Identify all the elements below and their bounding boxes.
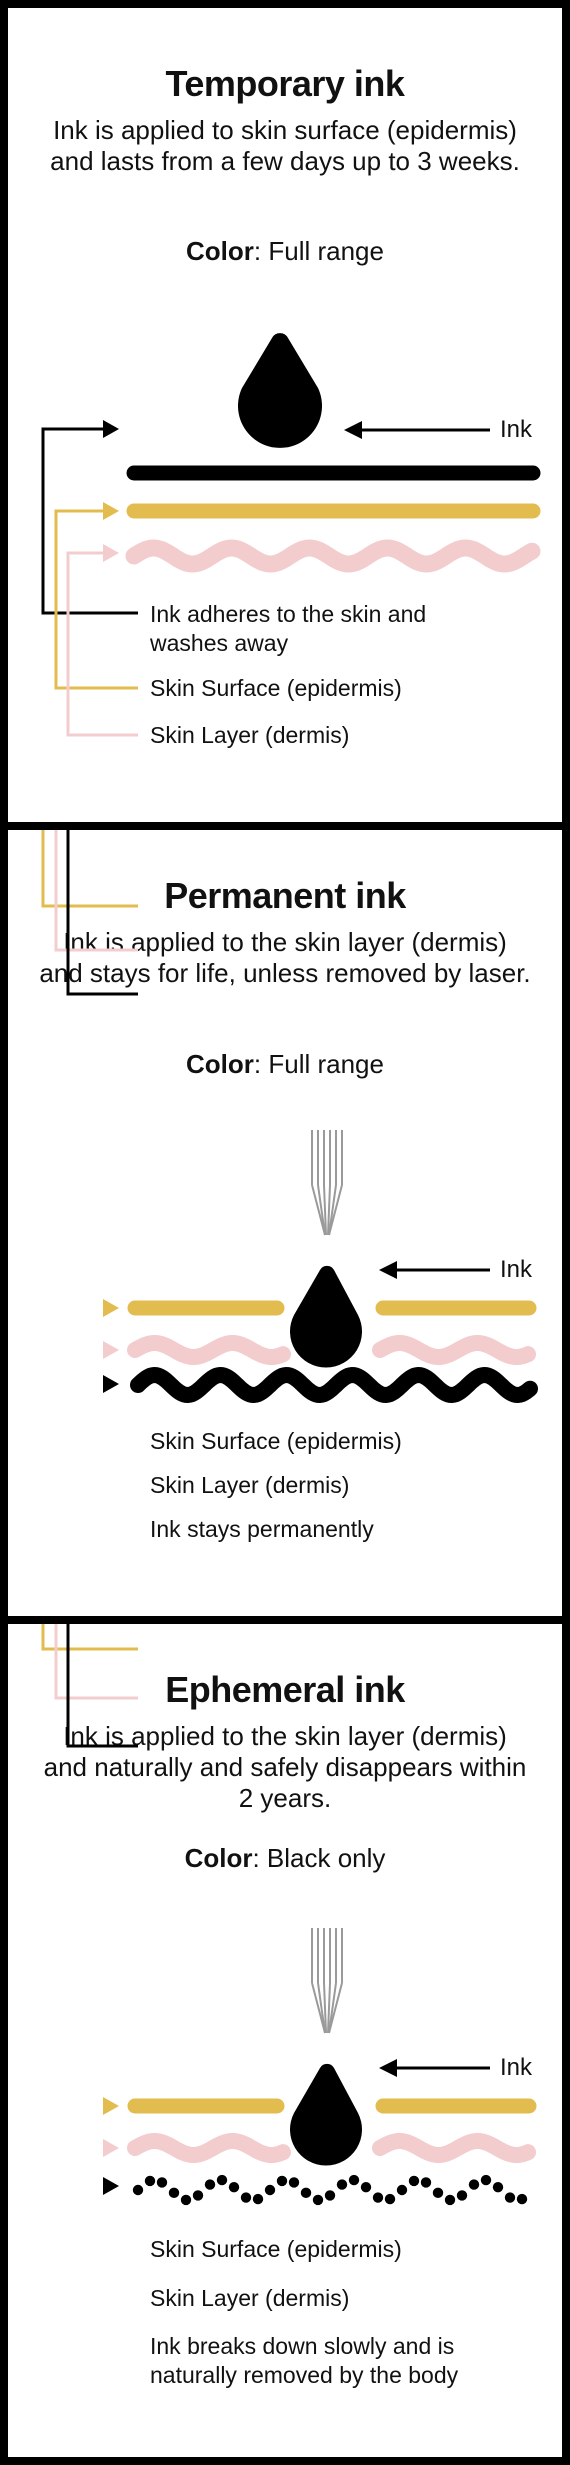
ink-dot <box>384 2193 396 2205</box>
arrowhead-icon <box>103 1299 119 1317</box>
dermis-wave <box>372 2133 536 2163</box>
ink-dot <box>288 2177 300 2188</box>
arrowhead-icon <box>103 1341 119 1359</box>
epidermis-connector <box>41 1624 138 1651</box>
ink-dot <box>144 2175 156 2187</box>
ink-dot <box>456 2190 468 2201</box>
ink-drop-icon <box>290 2063 362 2166</box>
ink-drop-icon <box>290 1265 362 1368</box>
color-label: Color <box>186 236 254 266</box>
ink-dot <box>132 2184 144 2196</box>
ink-dot <box>504 2192 516 2203</box>
ink-dot <box>516 2193 528 2205</box>
color-value: : Black only <box>252 1843 386 1873</box>
ink-dot <box>372 2192 384 2203</box>
ephemeral-ink-diagram <box>41 1624 537 2206</box>
panel-title: Temporary ink <box>165 63 405 104</box>
layer-label: Ink adheres to the skin and washes away <box>150 601 427 656</box>
arrowhead-icon <box>103 544 119 562</box>
arrowhead-icon <box>103 420 119 438</box>
arrowhead-icon <box>103 2177 119 2195</box>
layer-label: Skin Layer (dermis) <box>150 1472 350 1498</box>
ink-dot <box>228 2181 240 2193</box>
ink-label: Ink <box>500 2054 533 2081</box>
panel-title: Permanent ink <box>164 875 406 916</box>
ink-dot <box>300 2187 312 2199</box>
layer-label: Skin Layer (dermis) <box>150 722 350 748</box>
ink-dot <box>252 2193 264 2205</box>
ink-connector <box>66 830 138 996</box>
color-label: Color <box>186 1049 254 1079</box>
arrowhead-icon <box>103 1375 119 1393</box>
ink-dot <box>480 2174 492 2186</box>
dermis-wave <box>127 1335 291 1365</box>
ink-dot <box>348 2174 360 2186</box>
epidermis-connector <box>54 509 138 690</box>
ink-dot <box>264 2184 276 2196</box>
color-line: Color: Full range <box>8 236 562 267</box>
ink-dot <box>312 2194 324 2206</box>
dermis-wave <box>127 2133 291 2163</box>
layer-label: Ink stays permanently <box>150 1516 374 1542</box>
ink-wave <box>130 1366 538 1404</box>
dermis-connector <box>66 551 138 737</box>
ink-dot <box>420 2177 432 2188</box>
ink-dot <box>336 2179 348 2190</box>
tattoo-needle-icon <box>311 1130 343 1236</box>
ink-connector <box>41 427 138 615</box>
arrowhead-icon <box>103 2139 119 2157</box>
layer-label: Skin Surface (epidermis) <box>150 2236 402 2262</box>
temporary-ink-panel: Temporary ink Ink is applied to skin sur… <box>0 0 570 830</box>
ink-dot <box>324 2190 336 2201</box>
permanent-ink-panel: Permanent ink Ink is applied to the skin… <box>0 822 570 1624</box>
dermis-wave <box>372 1335 536 1365</box>
panel-title: Ephemeral ink <box>165 1669 405 1710</box>
color-label: Color <box>184 1843 253 1873</box>
color-line: Color: Full range <box>8 1049 562 1080</box>
ink-dot <box>432 2187 444 2199</box>
ink-dot <box>492 2181 504 2193</box>
dermis-connector <box>54 830 138 952</box>
arrowhead-icon <box>379 1261 397 1279</box>
tattoo-needle-icon <box>311 1928 343 2034</box>
panel-description: Ink is applied to the skin layer (dermis… <box>39 927 531 988</box>
color-line: Color: Black only <box>8 1843 562 1874</box>
dermis-wave <box>125 539 541 573</box>
dermis-connector <box>54 1624 138 1700</box>
layer-label: Skin Layer (dermis) <box>150 2285 350 2311</box>
ink-dot <box>276 2175 288 2187</box>
ink-drop-icon <box>238 333 322 448</box>
ink-dot <box>192 2190 204 2201</box>
panel-description: Ink is applied to skin surface (epidermi… <box>50 115 520 176</box>
ephemeral-ink-panel: Ephemeral ink Ink is applied to the skin… <box>0 1616 570 2465</box>
ink-dots-wave <box>132 2174 528 2206</box>
temporary-ink-diagram <box>41 333 541 737</box>
ink-dot <box>156 2177 168 2188</box>
arrowhead-icon <box>103 502 119 520</box>
layer-label: Skin Surface (epidermis) <box>150 675 402 701</box>
ink-label: Ink <box>500 1256 533 1283</box>
ink-dot <box>168 2187 180 2199</box>
permanent-ink-diagram <box>41 830 538 1404</box>
ink-dot <box>240 2192 252 2203</box>
arrowhead-icon <box>103 2097 119 2115</box>
ink-dot <box>180 2194 192 2206</box>
arrowhead-icon <box>344 421 362 439</box>
layer-label: Ink breaks down slowly and is naturally … <box>150 2333 459 2388</box>
layer-label: Skin Surface (epidermis) <box>150 1428 402 1454</box>
ink-dot <box>444 2194 456 2206</box>
ink-label: Ink <box>500 416 533 443</box>
epidermis-connector <box>41 830 138 908</box>
ink-dot <box>216 2174 228 2186</box>
color-value: : Full range <box>253 236 384 266</box>
ink-dot <box>396 2184 408 2196</box>
color-value: : Full range <box>253 1049 384 1079</box>
ink-dot <box>408 2175 420 2187</box>
arrowhead-icon <box>379 2059 397 2077</box>
ink-dot <box>468 2179 480 2190</box>
ink-connector <box>66 1624 138 1748</box>
ink-dot <box>360 2181 372 2193</box>
ink-dot <box>204 2179 216 2190</box>
